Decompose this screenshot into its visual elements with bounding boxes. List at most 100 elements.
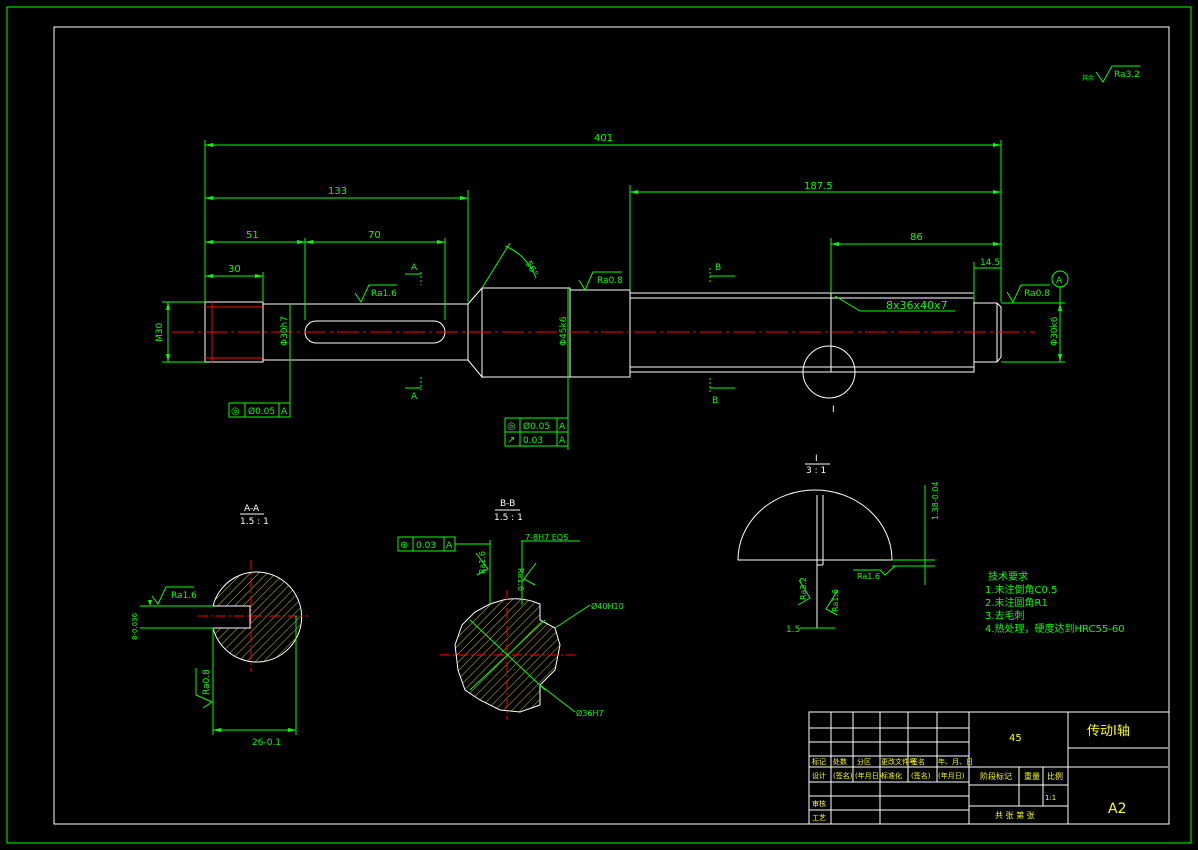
svg-text:年、月、日: 年、月、日 — [938, 757, 973, 766]
material: 45 — [1009, 733, 1022, 744]
detail-circle — [802, 345, 856, 399]
svg-text:26-0.1: 26-0.1 — [252, 738, 281, 748]
svg-text:Ø0.05: Ø0.05 — [248, 406, 275, 417]
detail-i-view: I 3 : 1 1.38-0.04 Ra1.6 Ra3.2 Ra1.6 1.5 — [737, 454, 940, 635]
svg-text:Φ45k6: Φ45k6 — [559, 316, 569, 346]
svg-text:2.未注圆角R1: 2.未注圆角R1 — [985, 596, 1048, 609]
dimension-texts: 401 133 187.5 51 70 30 86 14.5 56° M30 Φ… — [155, 133, 1060, 346]
ra-0-8-right: Ra0.8 — [1024, 289, 1050, 299]
svg-text:Ra1.6: Ra1.6 — [171, 591, 197, 601]
svg-text:A: A — [1056, 276, 1063, 286]
tolerance-frame-mid: ◎ Ø0.05 A ↗ 0.03 A — [504, 417, 569, 447]
datum-a: A — [1051, 270, 1069, 293]
svg-text:重量: 重量 — [1024, 771, 1040, 781]
svg-text:审核: 审核 — [812, 799, 826, 808]
svg-text:51: 51 — [246, 230, 259, 241]
svg-text:86: 86 — [910, 232, 923, 243]
svg-text:(签名): (签名) — [833, 771, 853, 780]
svg-text:Ra3.2: Ra3.2 — [799, 577, 808, 600]
svg-text:1.未注倒角C0.5: 1.未注倒角C0.5 — [985, 583, 1057, 596]
svg-text:签名: 签名 — [911, 757, 925, 766]
tolerance-frame-left: ◎ Ø0.05 A — [228, 400, 291, 418]
svg-text:3 : 1: 3 : 1 — [806, 466, 826, 476]
svg-text:标准化: 标准化 — [881, 771, 902, 780]
svg-text:处数: 处数 — [833, 757, 847, 766]
title-block — [808, 711, 1170, 825]
svg-text:阶段标记: 阶段标记 — [980, 771, 1012, 781]
svg-text:3.去毛刺: 3.去毛刺 — [985, 610, 1025, 622]
svg-text:Ra1.6: Ra1.6 — [857, 572, 880, 581]
svg-text:(签名): (签名) — [911, 771, 931, 780]
svg-text:(年月日): (年月日) — [855, 771, 882, 780]
svg-text:B: B — [712, 396, 718, 406]
svg-text:8-0.036: 8-0.036 — [131, 612, 139, 640]
svg-text:A-A: A-A — [244, 504, 260, 514]
svg-text:Φ30k6: Φ30k6 — [1050, 316, 1060, 346]
section-markers — [405, 268, 735, 392]
svg-text:◎: ◎ — [507, 421, 516, 432]
svg-text:A: A — [411, 392, 418, 402]
svg-text:技术要求: 技术要求 — [988, 570, 1028, 583]
detail-i-label: I — [832, 405, 835, 415]
svg-text:Ra1.6: Ra1.6 — [478, 551, 487, 574]
svg-text:70: 70 — [368, 230, 381, 241]
dimension-lines — [162, 140, 1065, 450]
svg-text:56°: 56° — [523, 260, 540, 279]
roughness-main — [354, 271, 1050, 304]
svg-text:⊕: ⊕ — [400, 540, 408, 551]
svg-text:1.5 : 1: 1.5 : 1 — [494, 513, 523, 523]
svg-text:187.5: 187.5 — [804, 181, 833, 192]
svg-text:M30: M30 — [155, 323, 165, 342]
ra-1-6-main: Ra1.6 — [371, 289, 397, 299]
svg-text:Ra1.6: Ra1.6 — [831, 589, 840, 612]
svg-text:I: I — [815, 454, 818, 464]
inner-frame — [53, 26, 1170, 825]
svg-text:1.5: 1.5 — [786, 625, 800, 635]
svg-text:7-8H7 EQS: 7-8H7 EQS — [525, 533, 568, 542]
title-block-text: 45 传动I轴 A2 1:1 标记 处数 分区 更改文件号 签名 年、月、日 设… — [812, 724, 1130, 822]
svg-text:工艺: 工艺 — [812, 814, 826, 822]
svg-text:30: 30 — [228, 264, 241, 275]
svg-text:14.5: 14.5 — [980, 258, 1000, 268]
section-marker-labels: A A B B — [411, 263, 721, 406]
svg-text:更改文件号: 更改文件号 — [881, 757, 916, 766]
svg-text:8x36x40x7: 8x36x40x7 — [886, 299, 948, 312]
svg-text:A: A — [281, 407, 288, 417]
tech-notes: 技术要求 1.未注倒角C0.5 2.未注圆角R1 3.去毛刺 4.热处理，硬度达… — [985, 570, 1125, 635]
svg-text:Ra1.6: Ra1.6 — [516, 568, 525, 591]
svg-text:Ø36H7: Ø36H7 — [576, 708, 604, 718]
outer-frame — [6, 6, 1192, 844]
svg-text:设计: 设计 — [812, 771, 826, 780]
svg-text:133: 133 — [328, 186, 347, 197]
svg-text:(年月日): (年月日) — [938, 771, 965, 780]
svg-text:B-B: B-B — [500, 499, 515, 509]
svg-text:Ø40H10: Ø40H10 — [591, 601, 624, 611]
svg-text:分区: 分区 — [857, 757, 871, 766]
svg-text:Φ30h7: Φ30h7 — [280, 316, 290, 346]
svg-text:◎: ◎ — [231, 406, 240, 417]
svg-text:1.38-0.04: 1.38-0.04 — [931, 481, 940, 520]
rest-roughness: 其余 Ra3.2 — [1082, 65, 1140, 83]
sheet-size: A2 — [1108, 801, 1126, 817]
svg-text:↗: ↗ — [507, 435, 515, 446]
svg-text:Ra3.2: Ra3.2 — [1114, 70, 1140, 80]
svg-text:401: 401 — [594, 133, 613, 144]
svg-text:0.03: 0.03 — [523, 436, 543, 446]
section-bb: B-B 1.5 : 1 Ø40H10 Ø36H7 ⊕ 0.03 A 7-8H7 … — [397, 499, 624, 720]
svg-text:比例: 比例 — [1047, 771, 1063, 781]
spline-callout: 8x36x40x7 — [834, 295, 955, 312]
svg-text:4.热处理，硬度达到HRC55-60: 4.热处理，硬度达到HRC55-60 — [985, 622, 1125, 635]
svg-text:B: B — [715, 263, 721, 273]
section-aa: A-A 1.5 : 1 8-0.036 Ra1.6 26-0.1 Ra0.8 — [131, 504, 308, 748]
svg-text:A: A — [559, 422, 566, 432]
dimension-arrows — [166, 143, 1062, 362]
svg-text:A: A — [559, 436, 566, 446]
svg-text:共 张 第 张: 共 张 第 张 — [995, 810, 1035, 820]
svg-text:Ø0.05: Ø0.05 — [523, 421, 550, 432]
svg-text:1.5 : 1: 1.5 : 1 — [240, 517, 269, 527]
svg-text:A: A — [411, 263, 418, 273]
svg-text:Ra0.8: Ra0.8 — [202, 669, 212, 695]
scale: 1:1 — [1045, 794, 1056, 802]
svg-text:标记: 标记 — [812, 757, 826, 766]
